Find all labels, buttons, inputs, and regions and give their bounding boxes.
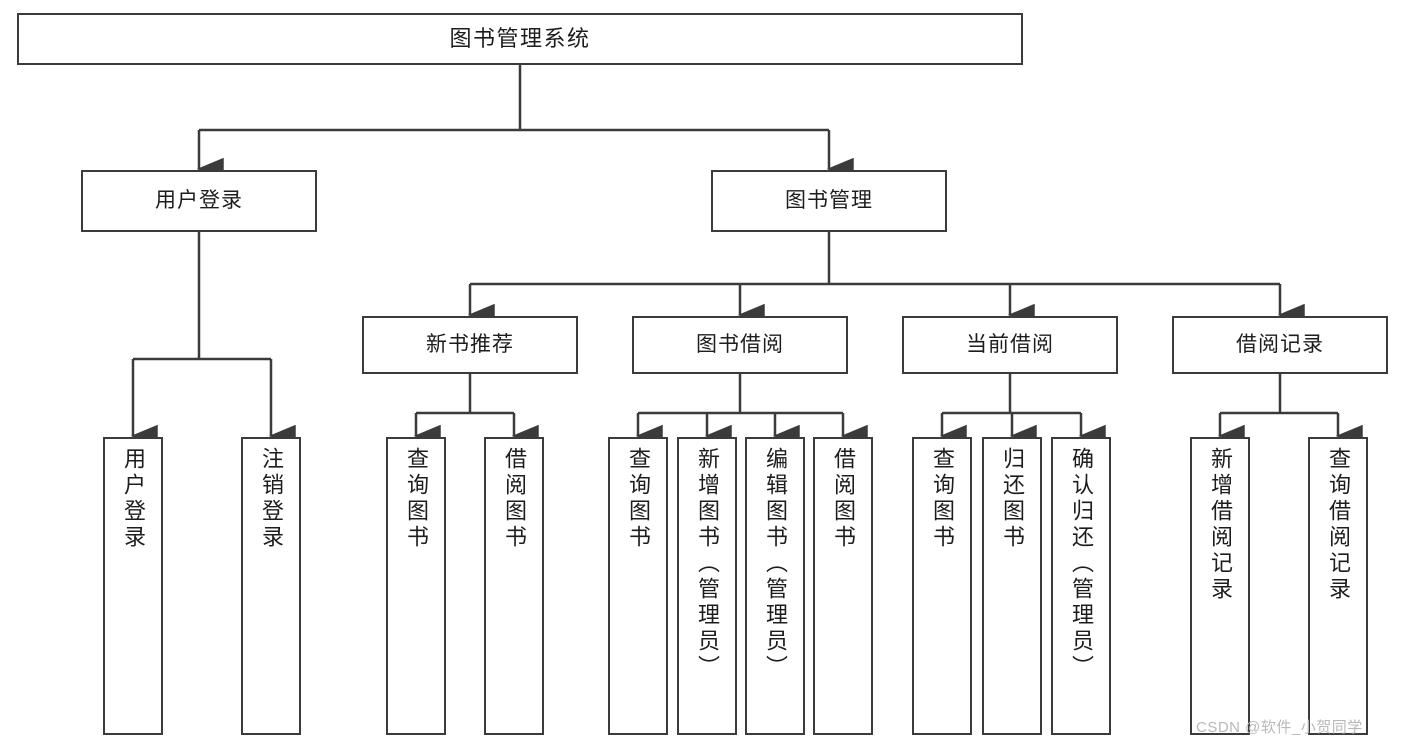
node-label: 借阅图书 xyxy=(831,447,856,551)
node-leaf-cb-confirm: 确认归还（管理员） xyxy=(1051,437,1111,735)
node-label: 当前借阅 xyxy=(966,332,1054,356)
node-leaf-rec-query: 查询图书 xyxy=(386,437,446,735)
node-leaf-bb-query: 查询图书 xyxy=(608,437,668,735)
node-label: 归还图书 xyxy=(1000,447,1025,551)
node-label: 查询图书 xyxy=(404,447,429,551)
node-label: 注销登录 xyxy=(259,447,284,551)
node-leaf-br-add: 新增借阅记录 xyxy=(1190,437,1250,735)
node-leaf-rec-borrow: 借阅图书 xyxy=(484,437,544,735)
node-label: 确认归还（管理员） xyxy=(1069,447,1094,681)
node-book-borrow: 图书借阅 xyxy=(632,316,848,374)
node-label: 查询图书 xyxy=(626,447,651,551)
node-leaf-user-login: 用户登录 xyxy=(103,437,163,735)
node-user-login: 用户登录 xyxy=(81,170,317,232)
node-label: 图书借阅 xyxy=(696,332,784,356)
node-current-borrow: 当前借阅 xyxy=(902,316,1118,374)
node-label: 用户登录 xyxy=(121,447,146,551)
node-label: 新书推荐 xyxy=(426,332,514,356)
node-label: 新增图书（管理员） xyxy=(695,447,720,681)
node-leaf-logout: 注销登录 xyxy=(241,437,301,735)
node-borrow-record: 借阅记录 xyxy=(1172,316,1388,374)
node-leaf-cb-return: 归还图书 xyxy=(982,437,1042,735)
node-label: 图书管理 xyxy=(785,188,873,212)
node-label: 查询图书 xyxy=(930,447,955,551)
node-root: 图书管理系统 xyxy=(17,13,1023,65)
node-book-manage: 图书管理 xyxy=(711,170,947,232)
node-leaf-bb-edit: 编辑图书（管理员） xyxy=(745,437,805,735)
node-label: 查询借阅记录 xyxy=(1326,447,1351,603)
node-leaf-cb-query: 查询图书 xyxy=(912,437,972,735)
node-new-book-rec: 新书推荐 xyxy=(362,316,578,374)
node-label: 新增借阅记录 xyxy=(1208,447,1233,603)
node-label: 编辑图书（管理员） xyxy=(763,447,788,681)
node-label: 借阅记录 xyxy=(1236,332,1324,356)
node-leaf-bb-borrow: 借阅图书 xyxy=(813,437,873,735)
node-leaf-bb-add: 新增图书（管理员） xyxy=(677,437,737,735)
node-label: 用户登录 xyxy=(155,188,243,212)
node-label: 图书管理系统 xyxy=(449,26,591,52)
node-label: 借阅图书 xyxy=(502,447,527,551)
node-leaf-br-query: 查询借阅记录 xyxy=(1308,437,1368,735)
